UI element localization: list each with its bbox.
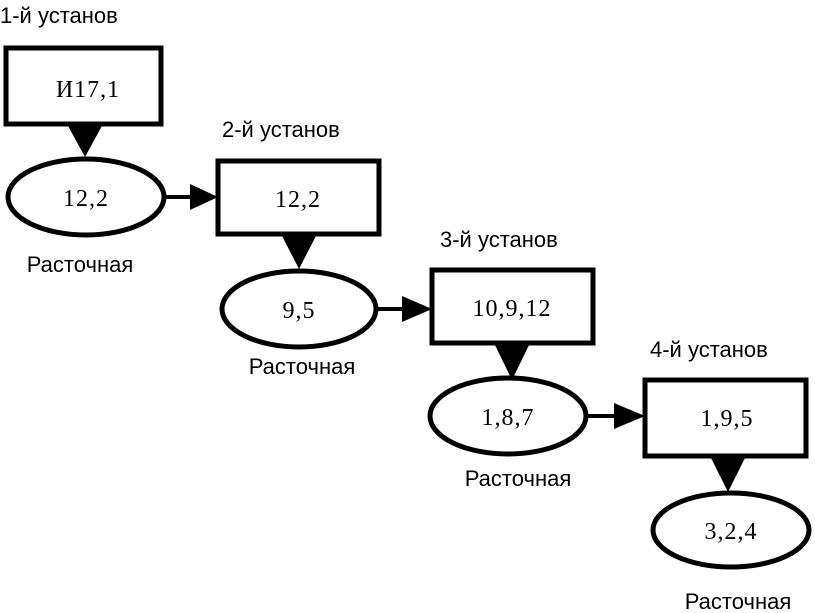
stage-1-operation: Расточная <box>27 252 134 277</box>
stage-1-to-2-arrow-head <box>190 184 218 210</box>
stage-4-box-label: 1,9,5 <box>701 406 754 432</box>
stage-3-operation: Расточная <box>465 466 572 491</box>
stage-1-ellipse-label: 12,2 <box>63 186 109 212</box>
stage-2-title: 2-й установ <box>222 117 340 142</box>
stage-4-ellipse <box>650 490 812 570</box>
stage-4-ellipse-label: 3,2,4 <box>705 519 758 545</box>
stage-3-title: 3-й установ <box>440 227 558 252</box>
stage-1-title: 1-й установ <box>0 3 118 28</box>
stage-4-box <box>642 377 809 459</box>
stage-4-operation: Расточная <box>685 589 792 613</box>
stage-1-box-label: И17,1 <box>56 77 120 103</box>
stage-3-box <box>429 267 596 346</box>
stage-4-down-arrow <box>710 456 746 492</box>
stage-4-title: 4-й установ <box>650 337 768 362</box>
stage-3-ellipse-label: 1,8,7 <box>482 405 535 431</box>
stage-1-down-arrow <box>67 124 103 157</box>
stage-2-ellipse-label: 9,5 <box>283 298 316 324</box>
stage-3-to-4-arrow-head <box>614 403 645 429</box>
stage-3-box-label: 10,9,12 <box>473 296 552 322</box>
stage-2-box-label: 12,2 <box>275 187 321 213</box>
stage-3-down-arrow <box>494 343 530 380</box>
stage-2-down-arrow <box>281 234 317 269</box>
stage-2-to-3-arrow-head <box>402 296 432 322</box>
stage-2-operation: Расточная <box>249 354 356 379</box>
